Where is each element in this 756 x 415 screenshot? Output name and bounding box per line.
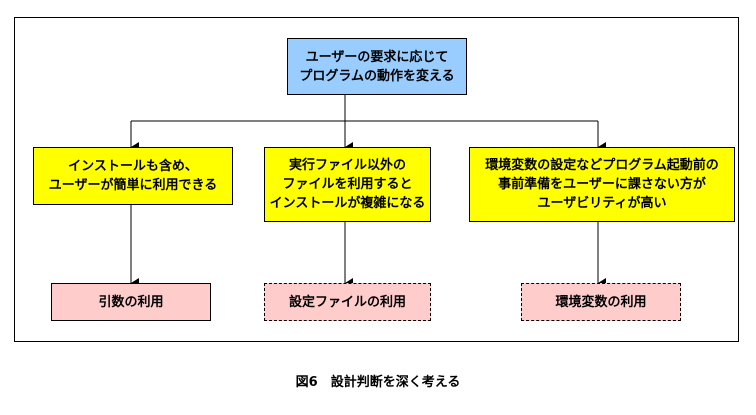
middle-node-1: インストールも含め、 ユーザーが簡単に利用できる — [33, 147, 233, 205]
middle-node-2-line-3: インストールが複雑になる — [269, 196, 426, 211]
top-node: ユーザーの要求に応じて プログラムの動作を変える — [287, 38, 467, 95]
top-node-line-2: プログラムの動作を変える — [299, 68, 455, 84]
middle-node-2-line-1: 実行ファイル以外の — [288, 158, 406, 173]
middle-node-3-line-2: 事前準備をユーザーに課さない方が — [498, 177, 706, 192]
middle-node-2: 実行ファイル以外の ファイルを利用すると インストールが複雑になる — [264, 147, 431, 222]
middle-node-3-line-3: ユーザビリティが高い — [537, 196, 667, 211]
middle-node-3-line-1: 環境変数の設定などプログラム起動前の — [485, 158, 719, 173]
bottom-node-3: 環境変数の利用 — [521, 283, 681, 321]
middle-node-3: 環境変数の設定などプログラム起動前の 事前準備をユーザーに課さない方が ユーザビ… — [469, 147, 735, 222]
figure-caption: 図6 設計判断を深く考える — [295, 375, 461, 390]
bottom-node-2: 設定ファイルの利用 — [264, 283, 431, 321]
middle-node-1-line-1: インストールも含め、 — [68, 159, 198, 174]
middle-node-1-line-2: ユーザーが簡単に利用できる — [48, 178, 218, 193]
bottom-node-2-label: 設定ファイルの利用 — [288, 294, 406, 310]
bottom-node-1: 引数の利用 — [51, 283, 211, 321]
bottom-node-1-label: 引数の利用 — [98, 294, 164, 310]
middle-node-2-line-2: ファイルを利用すると — [282, 177, 413, 192]
top-node-line-1: ユーザーの要求に応じて — [305, 49, 449, 65]
bottom-node-3-label: 環境変数の利用 — [555, 294, 647, 310]
